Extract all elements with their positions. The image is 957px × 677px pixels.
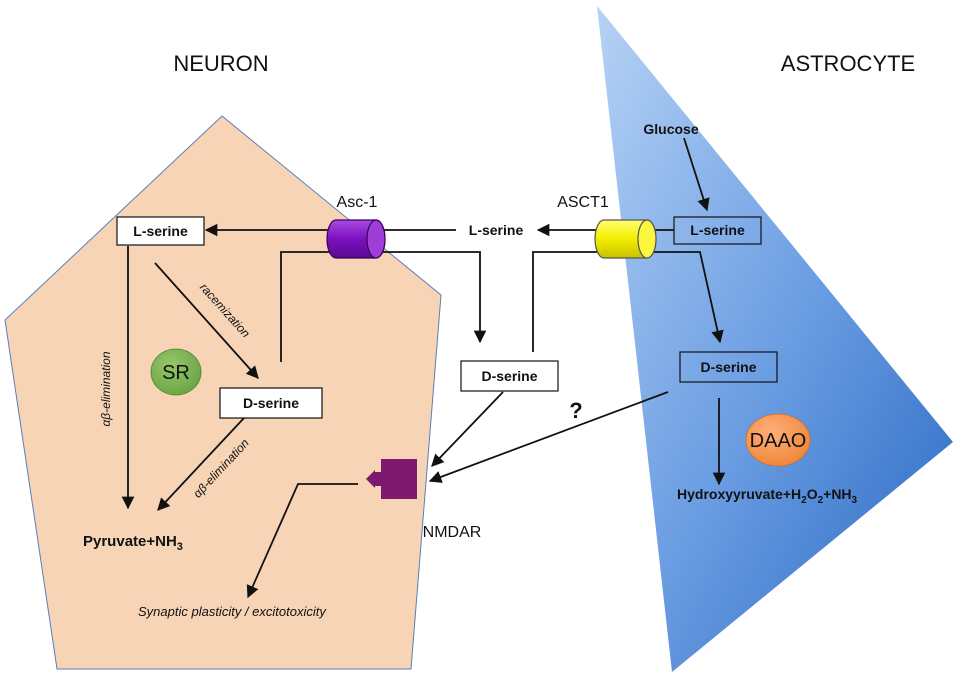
- astrocyte-lserine-box: L-serine: [673, 216, 762, 245]
- sr-label: SR: [162, 362, 190, 384]
- ab-elimination-left-label: αβ-elimination: [99, 351, 113, 426]
- nmdar-label: NMDAR: [423, 524, 482, 541]
- arrow-nmdar-to-outcome: [246, 483, 358, 599]
- daao-enzyme: DAAO: [745, 413, 811, 467]
- extracellular-dserine-label: D-serine: [481, 368, 537, 384]
- neuron-products-label: Pyruvate+NH3: [83, 533, 183, 553]
- asct1-transporter-icon: [594, 219, 657, 259]
- arrow-glucose-to-lserine: [683, 137, 710, 212]
- astrocyte-dserine-box: D-serine: [679, 351, 778, 383]
- arrow-racemization: [154, 262, 259, 379]
- neuron-dserine-box: D-serine: [219, 387, 323, 419]
- neuron-lserine-label: L-serine: [133, 223, 188, 239]
- arrow-astro-dserine-to-nmdar: [428, 391, 669, 483]
- asc1-label: Asc-1: [337, 194, 378, 211]
- extracellular-dserine-box: D-serine: [460, 360, 559, 392]
- astrocyte-products-label: Hydroxyyruvate+H2O2+NH3: [677, 486, 858, 506]
- arrow-dserine-ab-elimination: [157, 417, 245, 511]
- daao-label: DAAO: [750, 430, 807, 452]
- unknown-pathway-marker: ?: [569, 398, 582, 423]
- nmdar-receptor-icon: [366, 459, 417, 499]
- astrocyte-lserine-label: L-serine: [690, 222, 745, 238]
- extracellular-lserine-label: L-serine: [469, 222, 524, 238]
- sr-enzyme: SR: [150, 348, 202, 396]
- astrocyte-title: ASTROCYTE: [781, 51, 915, 76]
- astrocyte-dserine-label: D-serine: [700, 359, 756, 375]
- asc1-transporter-icon: [326, 219, 386, 259]
- outcome-label: Synaptic plasticity / excitotoxicity: [138, 604, 327, 619]
- neuron-title: NEURON: [173, 51, 268, 76]
- astrocyte-cell: [597, 6, 953, 672]
- neuron-lserine-box: L-serine: [116, 216, 205, 246]
- arrow-dserine-to-nmdar: [431, 391, 504, 467]
- asct1-label: ASCT1: [557, 194, 609, 211]
- neuron-dserine-label: D-serine: [243, 395, 299, 411]
- glucose-label: Glucose: [643, 121, 698, 137]
